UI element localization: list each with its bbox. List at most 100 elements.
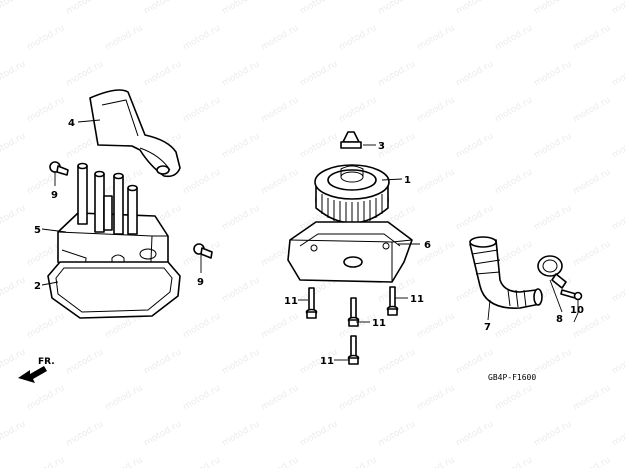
leader-lines — [41, 119, 579, 361]
watermark-text: motod.ru — [26, 95, 67, 124]
watermark-text: motod.ru — [611, 419, 625, 448]
watermark-text: motod.ru — [611, 347, 625, 376]
watermark-text: motod.ru — [494, 167, 535, 196]
part-8-band-clamp — [537, 255, 567, 289]
front-label: FR. — [38, 357, 55, 367]
callout-labels: 4 5 2 9 9 3 1 6 7 8 10 11 11 11 11 — [34, 118, 584, 367]
watermark-text: motod.ru — [416, 239, 457, 268]
watermark-text: motod.ru — [260, 383, 301, 412]
callout-1: 1 — [404, 175, 411, 186]
watermark-text: motod.ru — [0, 59, 27, 88]
part-11-bolt-c — [386, 286, 399, 316]
watermark-text: motod.ru — [533, 203, 574, 232]
watermark-text: motod.ru — [338, 23, 379, 52]
watermark-text: motod.ru — [611, 203, 625, 232]
watermark-text: motod.ru — [455, 203, 496, 232]
callout-2: 2 — [34, 281, 41, 292]
watermark-text: motod.ru — [260, 167, 301, 196]
watermark-text: motod.ru — [611, 131, 625, 160]
part-1-filter-element — [314, 164, 390, 224]
watermark-text: motod.ru — [455, 59, 496, 88]
watermark-text: motod.ru — [26, 23, 67, 52]
watermark-text: motod.ru — [572, 23, 613, 52]
part-4-cover — [89, 89, 181, 178]
watermark-text: motod.ru — [416, 383, 457, 412]
watermark-text: motod.ru — [0, 203, 27, 232]
part-6-filter-case — [287, 221, 413, 283]
watermark-text: motod.ru — [65, 347, 106, 376]
part-7-connecting-tube — [469, 236, 543, 309]
watermark-text: motod.ru — [260, 23, 301, 52]
watermark-text: motod.ru — [221, 275, 262, 304]
callout-11-a: 11 — [284, 296, 298, 307]
watermark-text: motod.ru — [377, 347, 418, 376]
watermark-text: motod.ru — [416, 23, 457, 52]
watermark-text: motod.ru — [416, 167, 457, 196]
watermark-text: motod.ru — [299, 59, 340, 88]
watermark-text: motod.ru — [260, 95, 301, 124]
watermark-text: motod.ru — [572, 239, 613, 268]
callout-3: 3 — [378, 141, 385, 152]
watermark-text: motod.ru — [533, 0, 574, 17]
watermark-text: motod.ru — [338, 383, 379, 412]
watermark-text: motod.ru — [299, 0, 340, 17]
watermark-text: motod.ru — [221, 419, 262, 448]
watermark-text: motod.ru — [182, 311, 223, 340]
watermark-text: motod.ru — [377, 0, 418, 17]
callout-10: 10 — [570, 305, 584, 316]
watermark-text: motod.ru — [533, 131, 574, 160]
watermark-text: motod.ru — [611, 0, 625, 17]
watermark-text: motod.ru — [260, 455, 301, 468]
part-10-screw — [560, 289, 583, 301]
watermark-text: motod.ru — [572, 167, 613, 196]
watermark-text: motod.ru — [0, 275, 27, 304]
part-2-gasket — [47, 261, 181, 319]
watermark-text: motod.ru — [221, 347, 262, 376]
part-11-bolt-d — [347, 335, 360, 365]
watermark-text: motod.ru — [572, 383, 613, 412]
watermark-text: motod.ru — [611, 275, 625, 304]
watermark-text: motod.ru — [338, 455, 379, 468]
watermark-text: motod.ru — [65, 419, 106, 448]
watermark-text: motod.ru — [182, 167, 223, 196]
watermark-text: motod.ru — [572, 455, 613, 468]
part-9-screw-right — [193, 243, 213, 273]
part-3-grommet — [340, 131, 362, 149]
watermark-text: motod.ru — [182, 23, 223, 52]
watermark-text: motod.ru — [494, 239, 535, 268]
watermark-text: motod.ru — [143, 419, 184, 448]
watermark-text: motod.ru — [26, 383, 67, 412]
watermark-text: motod.ru — [221, 203, 262, 232]
watermark-text: motod.ru — [26, 311, 67, 340]
watermark-text: motod.ru — [104, 23, 145, 52]
watermark-text: motod.ru — [455, 419, 496, 448]
watermark-text: motod.ru — [455, 0, 496, 17]
callout-7: 7 — [484, 322, 491, 333]
watermark-text: motod.ru — [0, 131, 27, 160]
watermark-text: motod.ru — [182, 95, 223, 124]
watermark-text: motod.ru — [221, 0, 262, 17]
watermark-text: motod.ru — [416, 95, 457, 124]
watermark-text: motod.ru — [572, 95, 613, 124]
callout-11-d: 11 — [320, 356, 334, 367]
watermark-text: motod.ru — [494, 455, 535, 468]
part-11-bolt-a — [305, 287, 318, 319]
watermark-text: motod.ru — [260, 311, 301, 340]
watermark-text: motod.ru — [0, 0, 27, 17]
watermark-text: motod.ru — [0, 419, 27, 448]
callout-9-right: 9 — [197, 277, 204, 288]
watermark-text: motod.ru — [182, 455, 223, 468]
watermark-text: motod.ru — [143, 347, 184, 376]
callout-5: 5 — [34, 225, 41, 236]
watermark-text: motod.ru — [533, 59, 574, 88]
watermark-text: motod.ru — [65, 0, 106, 17]
callout-4: 4 — [68, 118, 75, 129]
front-arrow-icon — [18, 366, 47, 383]
watermark-text: motod.ru — [494, 311, 535, 340]
watermark-text: motod.ru — [104, 167, 145, 196]
watermark-text: motod.ru — [416, 455, 457, 468]
front-indicator: FR. — [18, 357, 55, 383]
watermark-text: motod.ru — [494, 95, 535, 124]
